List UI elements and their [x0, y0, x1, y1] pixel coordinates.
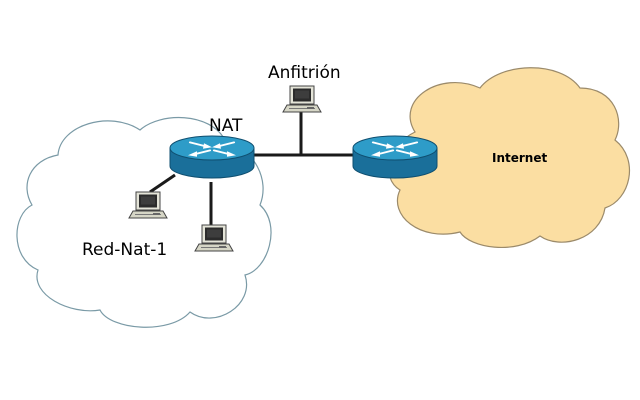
router-icon — [169, 135, 255, 179]
nat-label: NAT — [209, 116, 243, 136]
internet-router[interactable] — [352, 135, 438, 179]
internet-cloud — [388, 67, 631, 249]
network-links — [149, 110, 355, 225]
host-label: Anfitrión — [268, 63, 341, 83]
computer-icon — [282, 85, 322, 113]
router-icon — [352, 135, 438, 179]
host-computer[interactable] — [282, 85, 322, 113]
internet-label: Internet — [492, 151, 548, 165]
link-pc-1 — [149, 173, 176, 194]
subnet-label: Red-Nat-1 — [82, 240, 168, 260]
nat-router[interactable] — [169, 135, 255, 179]
cloud-icon — [388, 67, 631, 249]
